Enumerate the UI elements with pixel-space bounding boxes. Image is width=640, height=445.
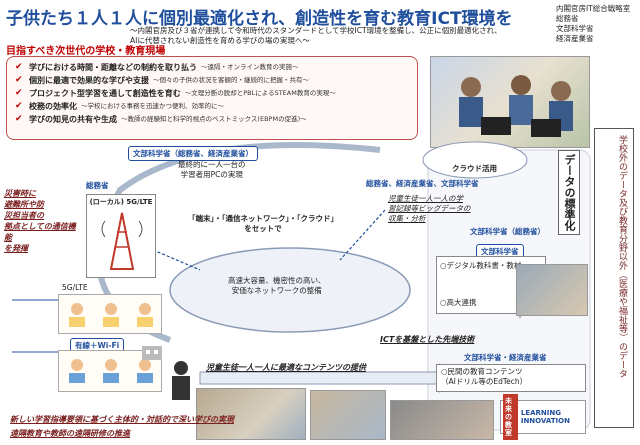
building-icon [142, 346, 162, 360]
ministry-mext: 文部科学省 [556, 24, 594, 33]
logo-sub: LEARNING INNOVATION [520, 409, 570, 425]
ministry-meti: 経済産業省 [556, 34, 594, 43]
goals-box: ✔学びにおける時間・距離などの制約を取り払う～遠隔・オンライン教育の実施～ ✔個… [6, 56, 418, 140]
mext-meti-top-badge: 文部科学省（総務省、経済産業省） [128, 146, 258, 161]
contents-text: 児童生徒一人一人に最適なコンテンツの提供 [206, 363, 366, 372]
label-5g: 5G/LTE [62, 283, 88, 292]
mext-meti-bottom: 文部科学省・経済産業省 [464, 353, 547, 362]
classroom-photo-top [430, 56, 590, 148]
ministry-cabinet: 内閣官房IT総合戦略室 [556, 4, 631, 13]
future-classroom-logo: 未来の教室 LEARNING INNOVATION [500, 394, 586, 440]
private-contents: ○民間の教育コンテンツ （AIドリル等のEdTech） [441, 367, 528, 386]
goal-item: ✔プロジェクト型学習を通して創造性を育む～文理分断の脱却とPBLによるSTEAM… [15, 88, 336, 98]
private-box: ○民間の教育コンテンツ （AIドリル等のEdTech） [436, 364, 586, 392]
goal-item: ✔学びの知見の共有や生成～教師の経験知と科学的視点のベストミックス(EBPMの促… [15, 114, 307, 124]
remote-training-text: 遠隔教育や教師の遠隔研修の推進 [10, 429, 130, 438]
local5g-label: (ローカル) 5G/LTE [89, 198, 153, 206]
cloud-label: クラウド活用 [452, 164, 497, 173]
classroom-photo-bottom-1 [196, 388, 306, 440]
tower-box: (ローカル) 5G/LTE [86, 194, 156, 278]
check-icon: ✔ [15, 114, 23, 124]
ict-base-text: ICTを基盤とした先端技術 [380, 335, 475, 344]
goals-header: 目指すべき次世代の学校・教育現場 [6, 46, 166, 57]
check-icon: ✔ [15, 101, 23, 111]
check-icon: ✔ [15, 75, 23, 85]
goal-item: ✔校務の効率化～学校における事務を迅速かつ便利、効率的に～ [15, 101, 224, 111]
ministries-list: 内閣官房IT総合戦略室 総務省 文部科学省 経済産業省 [556, 4, 630, 44]
high-univ: ○高大連携 [440, 298, 477, 307]
students-tablets-illustration [459, 75, 573, 137]
set-text: 「端末」・「通信ネットワーク」・「クラウド」 をセットで [188, 214, 338, 233]
cloud-shape [422, 141, 528, 179]
teacher-icon [172, 361, 190, 400]
network-ellipse [169, 247, 411, 333]
cell-tower-icon [101, 212, 143, 270]
pc-text: 最終的に一人一台の 学習者用PCの実現 [178, 160, 246, 179]
goal-item: ✔学びにおける時間・距離などの制約を取り払う～遠隔・オンライン教育の実施～ [15, 62, 299, 72]
mext-mic-label: 文部科学省（総務省） [470, 227, 545, 236]
disaster-text: 災害時に 避難所や防 災担当者の 拠点としての通信機能 を発揮 [4, 189, 76, 253]
classroom-photo-bottom-2 [310, 390, 386, 440]
right-photo-middle [516, 264, 588, 316]
goal-item: ✔個別に最適で効果的な学びや支援～個々の子供の状況を客観的・継続的に把握・共有～ [15, 75, 309, 85]
classroom-photo-bottom-3 [390, 400, 494, 440]
new-guidelines-text: 新しい学習指導要領に基づく主体的・対話的で深い学びの実現 [10, 415, 234, 424]
data-std-label: データの標準化 [558, 150, 580, 235]
network-text: 高速大容量、機密性の高い、 安価なネットワークの整備 [228, 276, 326, 295]
ministry-mic: 総務省 [556, 14, 579, 23]
check-icon: ✔ [15, 62, 23, 72]
page-title: 子供たち１人１人に個別最適化され、創造性を育む教育ICT環境を [6, 9, 513, 29]
check-icon: ✔ [15, 88, 23, 98]
page-subtitle: ～内閣官房及び３省が連携して令和時代のスタンダードとして学校ICT環境を整備し、… [130, 26, 502, 45]
external-data-box: 学校外のデータ及び教育分野以外（医療や福祉等）のデータ [594, 128, 634, 428]
cloud-ministries: 総務省、経済産業省、文部科学省 [366, 179, 479, 188]
mic-label: 総務省 [86, 181, 109, 190]
students-wifi-illustration [58, 350, 162, 392]
bigdata-text: 児童生徒一人一人の学 習記録等ビッグデータの 収集・分析 [388, 194, 471, 223]
logo-mark: 未来の教室 [503, 394, 518, 440]
students-5g-illustration [58, 294, 162, 334]
digital-textbooks: ○デジタル教科書・教材 [440, 261, 522, 270]
